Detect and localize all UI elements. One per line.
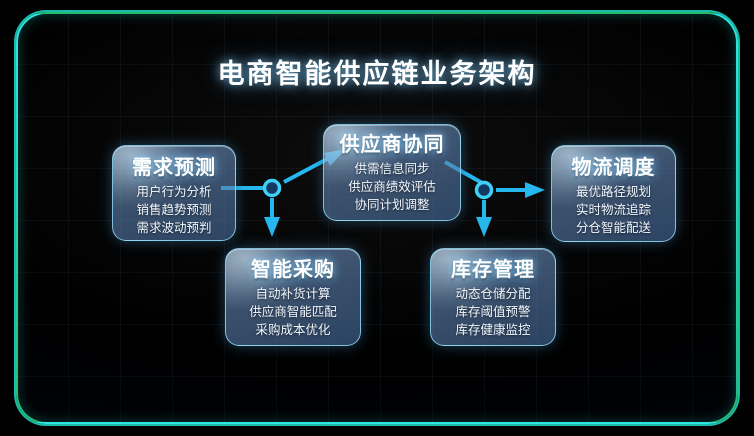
node-item: 用户行为分析	[136, 185, 212, 199]
node-item: 销售趋势预测	[136, 202, 212, 217]
node-item: 供需信息同步	[354, 162, 430, 176]
node-items-supplier-collaboration: 供需信息同步 供应商绩效评估 协同计划调整	[324, 161, 460, 214]
node-item: 供应商绩效评估	[348, 179, 436, 194]
diagram-frame: 电商智能供应链业务架构	[16, 12, 738, 424]
node-item: 库存阈值预警	[455, 304, 531, 319]
node-items-demand-forecast: 用户行为分析 销售趋势预测 需求波动预判	[113, 184, 235, 237]
node-items-inventory-management: 动态仓储分配 库存阈值预警 库存健康监控	[431, 286, 555, 339]
node-card-inventory-management[interactable]: 库存管理 动态仓储分配 库存阈值预警 库存健康监控	[430, 248, 556, 346]
node-items-logistics-scheduling: 最优路径规划 实时物流追踪 分仓智能配送	[552, 184, 675, 237]
node-item: 实时物流追踪	[575, 202, 651, 217]
node-item: 采购成本优化	[255, 322, 331, 337]
node-title-inventory-management: 库存管理	[451, 259, 535, 281]
node-title-supplier-collaboration: 供应商协同	[339, 134, 445, 156]
junction-node-right	[474, 180, 494, 200]
junction-node-left	[262, 178, 282, 198]
node-card-demand-forecast[interactable]: 需求预测 用户行为分析 销售趋势预测 需求波动预判	[112, 145, 236, 241]
node-item: 最优路径规划	[575, 185, 651, 199]
arrowhead-to-purchase	[264, 217, 280, 237]
node-title-smart-purchasing: 智能采购	[251, 259, 335, 281]
node-item: 自动补货计算	[255, 287, 331, 301]
node-items-smart-purchasing: 自动补货计算 供应商智能匹配 采购成本优化	[226, 286, 360, 339]
arrowhead-to-logistics	[525, 182, 545, 198]
node-title-demand-forecast: 需求预测	[132, 157, 216, 179]
node-item: 库存健康监控	[455, 322, 531, 337]
node-card-logistics-scheduling[interactable]: 物流调度 最优路径规划 实时物流追踪 分仓智能配送	[551, 145, 676, 242]
node-card-supplier-collaboration[interactable]: 供应商协同 供需信息同步 供应商绩效评估 协同计划调整	[323, 124, 461, 221]
page-title: 电商智能供应链业务架构	[217, 59, 537, 89]
node-item: 供应商智能匹配	[249, 304, 337, 319]
node-item: 分仓智能配送	[575, 220, 651, 235]
node-item: 协同计划调整	[354, 197, 430, 212]
node-title-logistics-scheduling: 物流调度	[571, 157, 656, 179]
arrowhead-to-inventory	[476, 217, 492, 237]
node-card-smart-purchasing[interactable]: 智能采购 自动补货计算 供应商智能匹配 采购成本优化	[225, 248, 361, 346]
node-item: 需求波动预判	[136, 220, 212, 235]
node-item: 动态仓储分配	[455, 287, 531, 301]
